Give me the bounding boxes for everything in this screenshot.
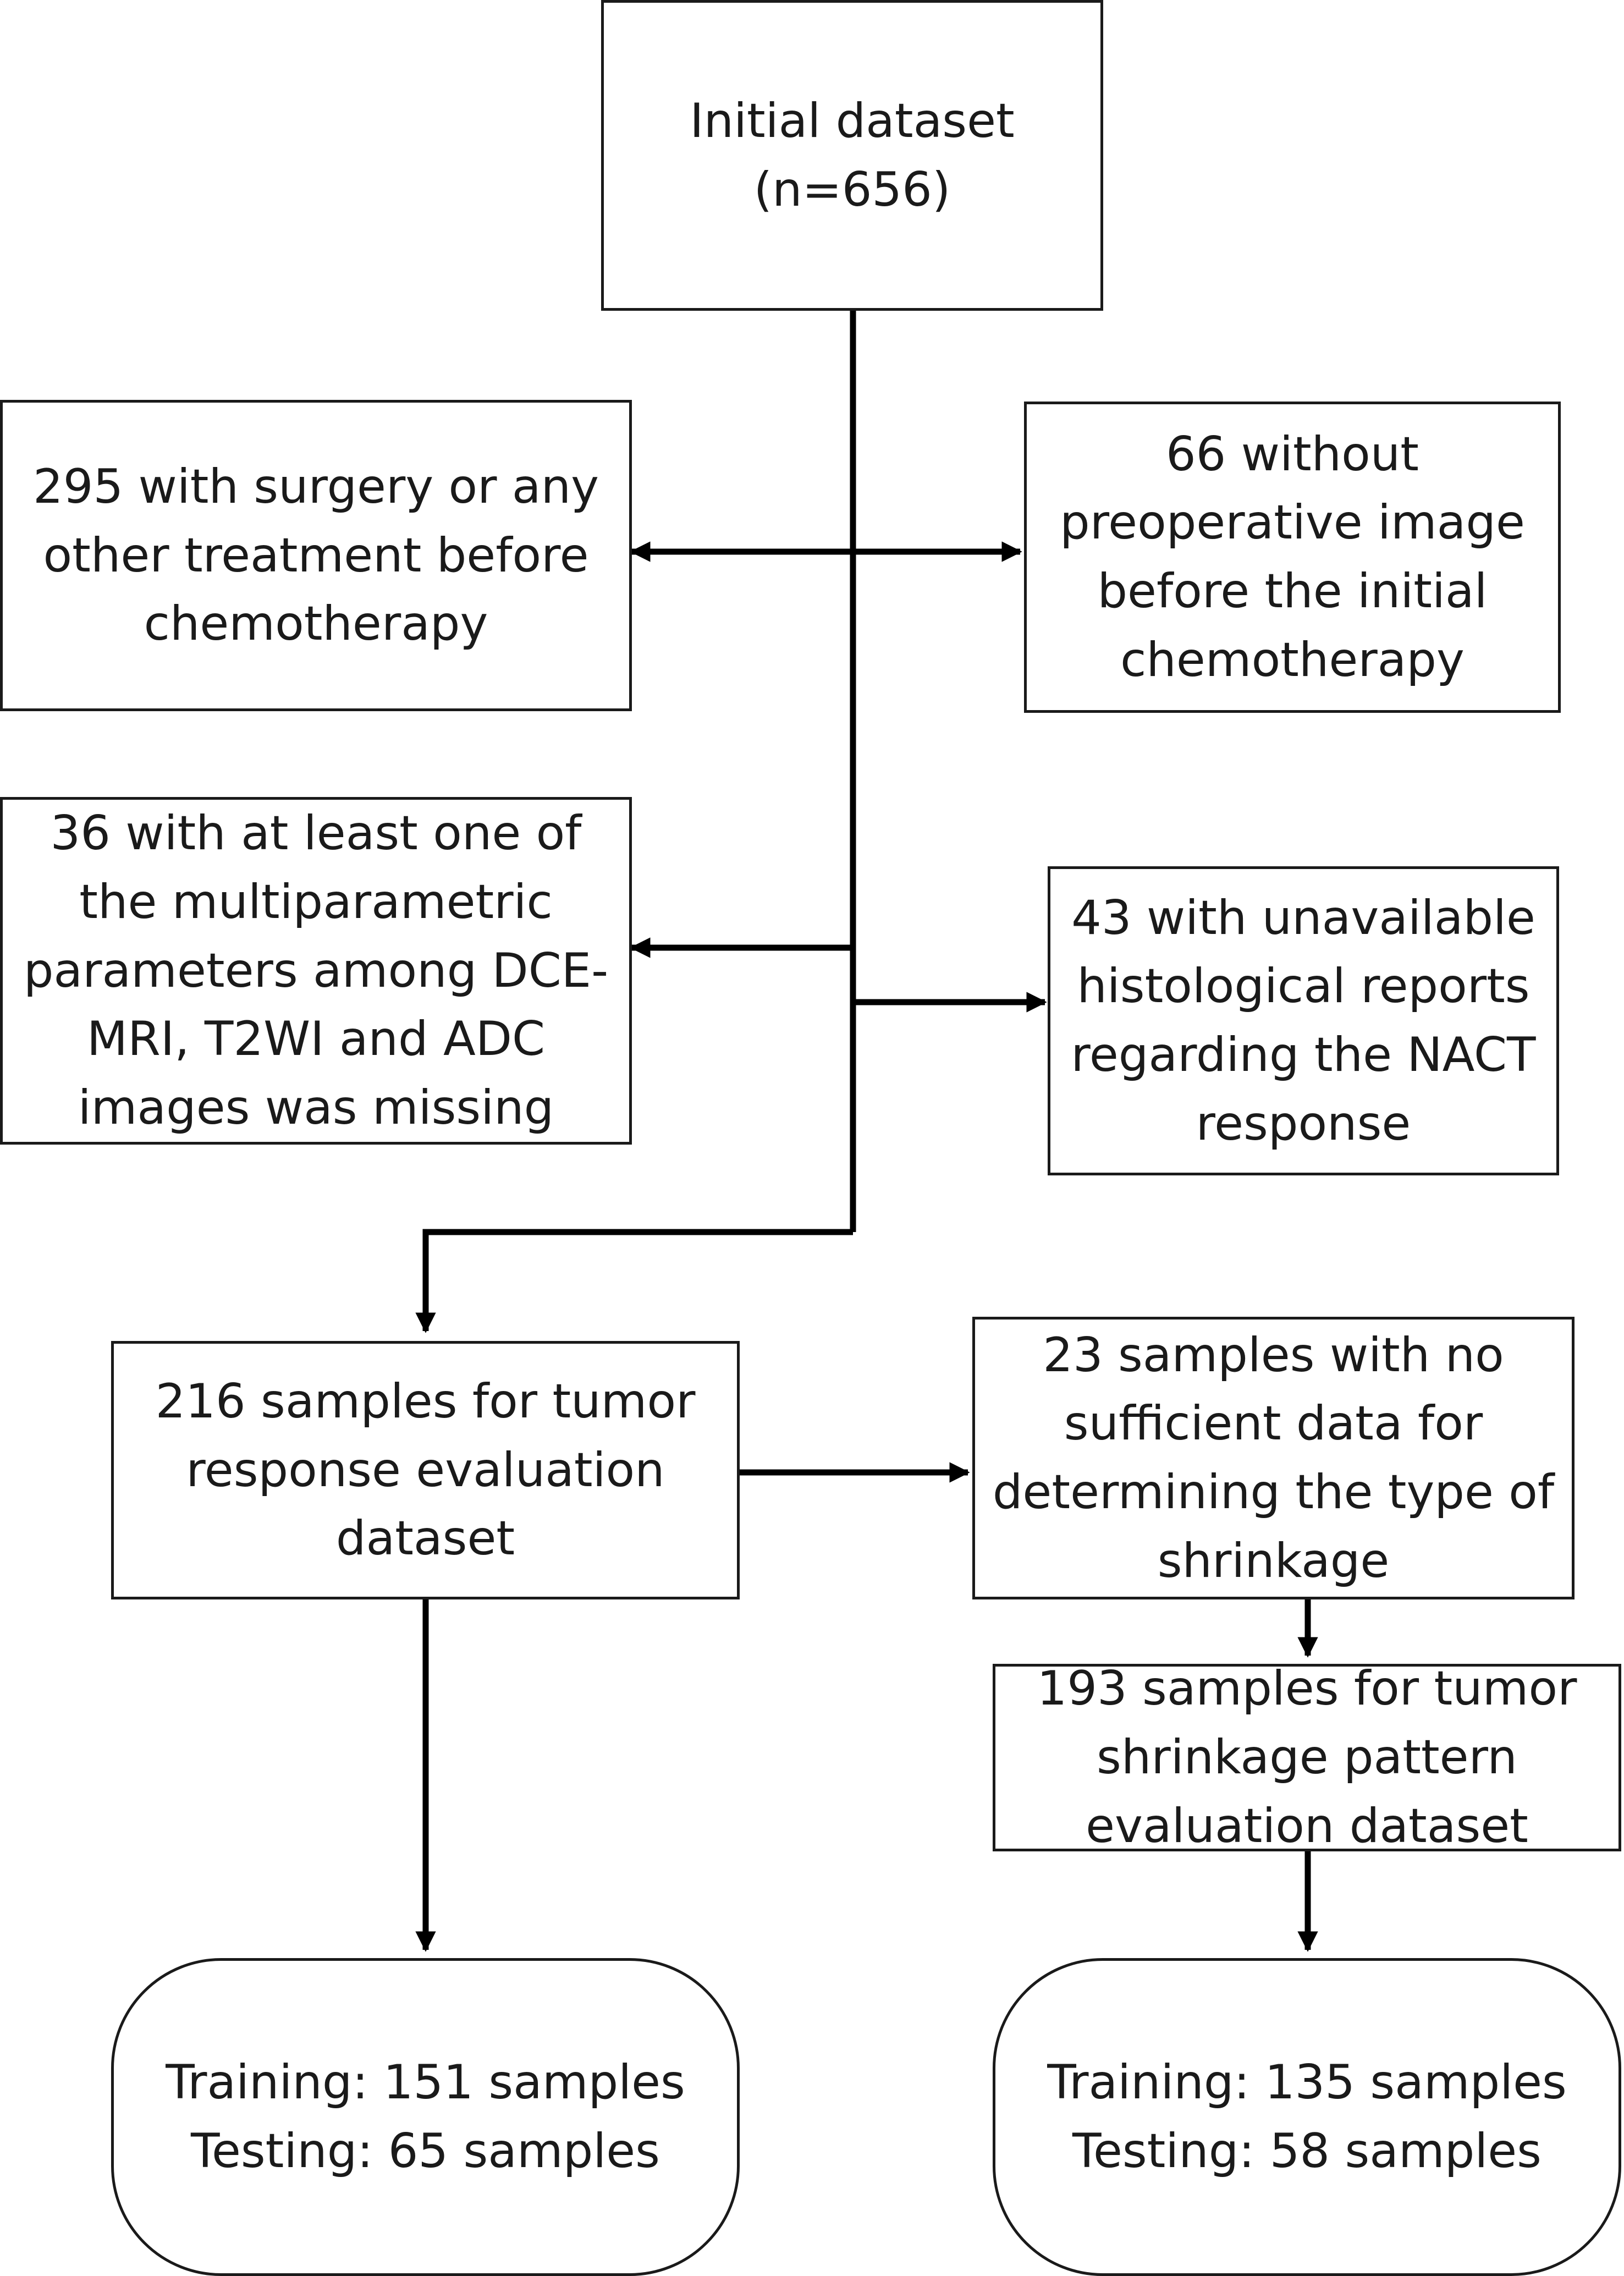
split-response-text: Training: 151 samples Testing: 65 sample… (166, 2055, 685, 2179)
initial-dataset-text: Initial dataset (n=656) (690, 93, 1015, 217)
shrinkage-dataset-box: 193 samples for tumor shrinkage pattern … (993, 1661, 1621, 1854)
exclusion-surgery-text: 295 with surgery or any other treatment … (33, 459, 599, 652)
exclusion-missing-params-text: 36 with at least one of the multiparamet… (23, 806, 609, 1136)
response-dataset-text: 216 samples for tumor response evaluatio… (155, 1373, 696, 1566)
initial-dataset-box: Initial dataset (n=656) (601, 0, 1103, 311)
exclusion-missing-params-box: 36 with at least one of the multiparamet… (0, 797, 632, 1145)
response-dataset-box: 216 samples for tumor response evaluatio… (111, 1341, 740, 1599)
arrow-to-response-dataset (415, 1229, 853, 1333)
split-response-box: Training: 151 samples Testing: 65 sample… (111, 1958, 740, 2276)
exclusion-surgery-box: 295 with surgery or any other treatment … (0, 400, 632, 711)
exclusion-shrinkage-text: 23 samples with no sufficient data for d… (992, 1327, 1555, 1588)
exclusion-no-image-text: 66 without preoperative image before the… (1060, 426, 1525, 688)
split-shrinkage-box: Training: 135 samples Testing: 58 sample… (993, 1958, 1621, 2276)
exclusion-shrinkage-box: 23 samples with no sufficient data for d… (972, 1317, 1575, 1599)
exclusion-no-image-box: 66 without preoperative image before the… (1024, 402, 1561, 713)
shrinkage-dataset-text: 193 samples for tumor shrinkage pattern … (1037, 1661, 1577, 1854)
split-shrinkage-text: Training: 135 samples Testing: 58 sample… (1047, 2055, 1567, 2179)
exclusion-no-histology-text: 43 with unavailable histological reports… (1071, 890, 1536, 1151)
exclusion-no-histology-box: 43 with unavailable histological reports… (1048, 866, 1559, 1175)
